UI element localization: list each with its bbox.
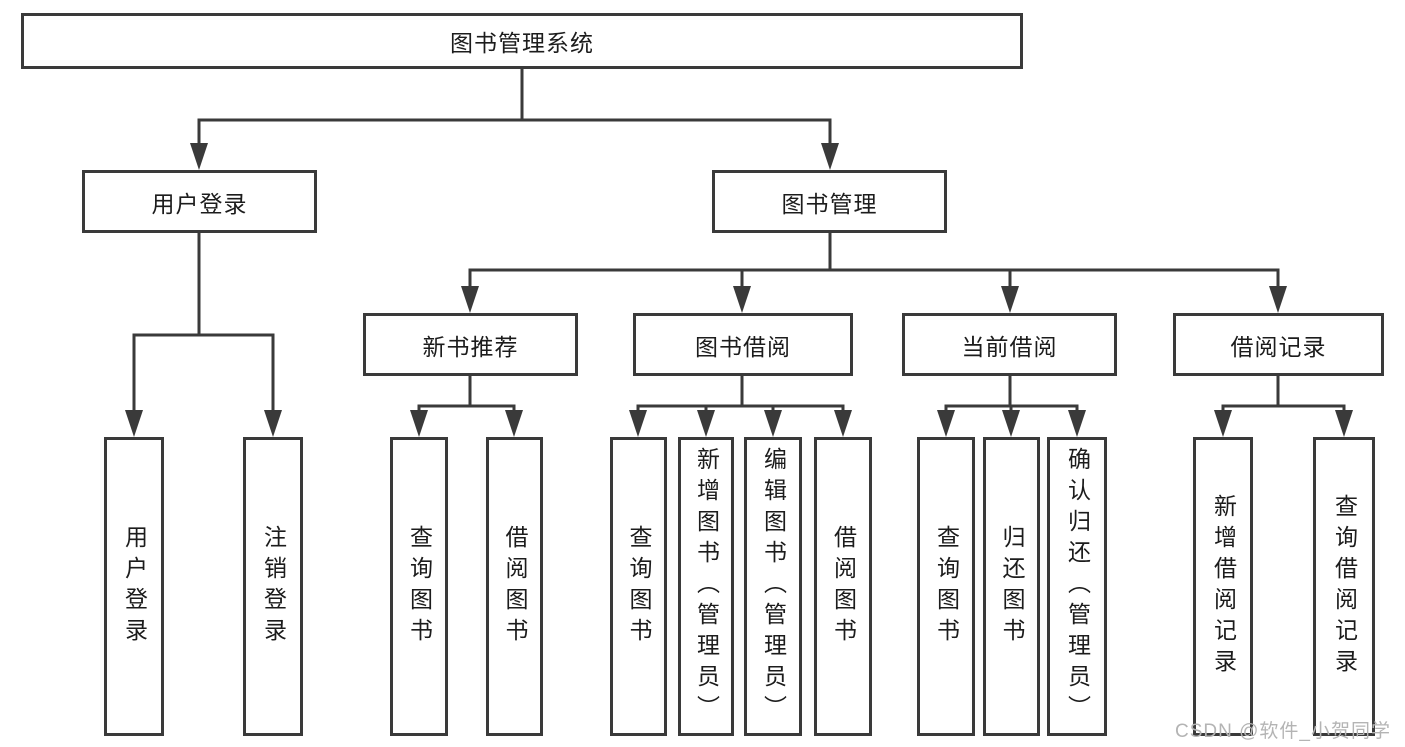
- arrowhead: [629, 410, 647, 437]
- connector-newbooks-to-leaves: [417, 372, 516, 415]
- arrowhead: [937, 410, 955, 437]
- connector-userlogin-to-leaves: [132, 229, 275, 415]
- connector-currentborrow-to-leaves: [944, 372, 1079, 415]
- connector-records-to-leaves: [1221, 372, 1346, 415]
- leaf-return-book: 归还图书: [983, 437, 1040, 736]
- leaf-label: 查询图书: [406, 524, 433, 649]
- connector-bookmgmt-to-level3: [468, 229, 1280, 291]
- leaf-label: 编辑图书（管理员）: [760, 447, 787, 726]
- leaf-user-login: 用户登录: [104, 437, 164, 736]
- arrowhead: [834, 410, 852, 437]
- leaf-label: 用户登录: [121, 524, 148, 649]
- arrowhead: [505, 410, 523, 437]
- leaf-label: 借阅图书: [830, 524, 857, 649]
- arrowhead: [264, 410, 282, 437]
- arrowhead: [125, 410, 143, 437]
- leaf-label: 注销登录: [260, 524, 287, 649]
- node-new-book-recommend: 新书推荐: [363, 313, 578, 376]
- arrowhead: [1068, 410, 1086, 437]
- leaf-label: 查询图书: [626, 524, 652, 649]
- arrowhead: [821, 143, 839, 170]
- node-book-management: 图书管理: [712, 170, 947, 233]
- leaf-label: 借阅图书: [502, 524, 528, 649]
- arrowhead: [410, 410, 428, 437]
- leaf-confirm-return-admin: 确认归还（管理员）: [1047, 437, 1107, 736]
- node-user-login: 用户登录: [82, 170, 317, 233]
- arrowhead: [764, 410, 782, 437]
- leaf-add-book-admin: 新增图书（管理员）: [678, 437, 734, 736]
- arrowhead: [1002, 410, 1020, 437]
- node-current-borrow: 当前借阅: [902, 313, 1117, 376]
- leaf-query-books-3: 查询图书: [917, 437, 975, 736]
- leaf-query-borrow-record: 查询借阅记录: [1313, 437, 1375, 736]
- leaf-label: 新增借阅记录: [1210, 493, 1237, 680]
- leaf-edit-book-admin: 编辑图书（管理员）: [744, 437, 802, 736]
- leaf-label: 查询借阅记录: [1331, 493, 1358, 680]
- leaf-borrow-books-1: 借阅图书: [486, 437, 543, 736]
- leaf-borrow-books-2: 借阅图书: [814, 437, 872, 736]
- arrowhead: [697, 410, 715, 437]
- arrowhead: [733, 286, 751, 313]
- connector-root-to-level2: [197, 65, 832, 148]
- arrowhead: [461, 286, 479, 313]
- csdn-watermark: CSDN @软件_小贺同学: [1175, 721, 1391, 742]
- leaf-label: 新增图书（管理员）: [693, 447, 720, 726]
- arrowhead: [1269, 286, 1287, 313]
- leaf-label: 确认归还（管理员）: [1064, 447, 1091, 726]
- leaf-logout: 注销登录: [243, 437, 303, 736]
- arrowhead: [1214, 410, 1232, 437]
- arrowheads: [125, 143, 1353, 437]
- arrowhead: [1335, 410, 1353, 437]
- leaf-query-books-2: 查询图书: [610, 437, 667, 736]
- node-book-borrow: 图书借阅: [633, 313, 853, 376]
- arrowhead: [190, 143, 208, 170]
- arrowhead: [1001, 286, 1019, 313]
- leaf-add-borrow-record: 新增借阅记录: [1193, 437, 1253, 736]
- leaf-query-books-1: 查询图书: [390, 437, 448, 736]
- node-root: 图书管理系统: [21, 13, 1023, 69]
- leaf-label: 查询图书: [933, 524, 960, 649]
- node-borrow-records: 借阅记录: [1173, 313, 1384, 376]
- leaf-label: 归还图书: [999, 524, 1025, 649]
- connector-bookborrow-to-leaves: [636, 372, 845, 415]
